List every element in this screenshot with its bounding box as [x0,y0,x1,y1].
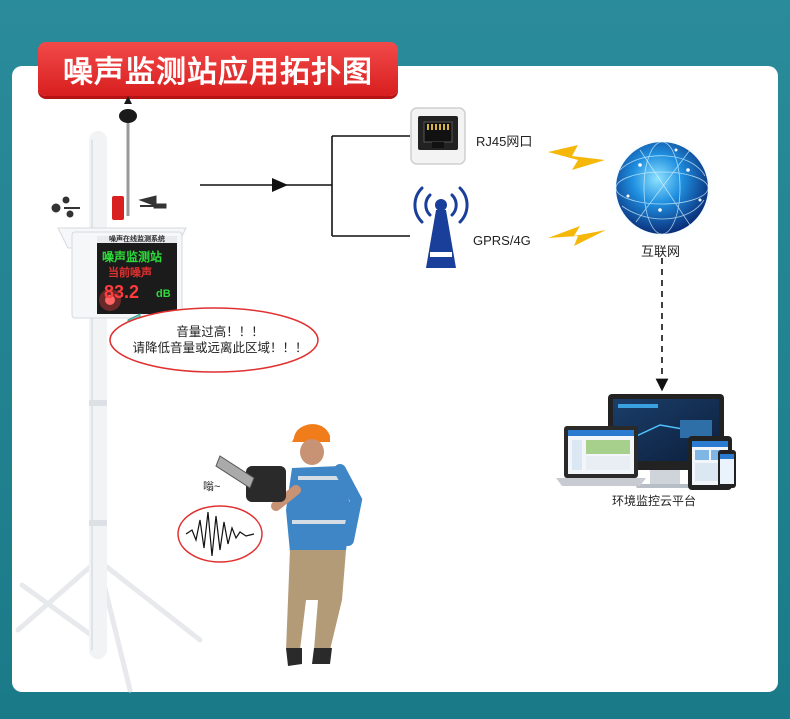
rj45-label: RJ45网口 [476,134,533,149]
construction-worker [215,424,363,666]
warning-line-2: 请降低音量或远离此区域！！！ [132,341,308,355]
station-display-subtitle: 当前噪声 [108,267,152,279]
noise-reading: 83.2 [104,282,140,302]
platform-label: 环境监控云平台 [612,494,697,508]
station-header: 噪声在线监测系统 [109,236,165,243]
station-display-title: 噪声监测站 [102,250,163,264]
internet-label: 互联网 [641,244,681,259]
warning-message: 音量过高！！！ 请降低音量或远离此区域！！！ [120,324,320,356]
pole-bands [89,400,107,526]
monitoring-station-pole [15,131,203,693]
gprs-label: GPRS/4G [473,233,531,248]
devices-icon [556,394,736,490]
lightning-icon [548,145,605,170]
warning-line-1: 音量过高！！！ [176,325,264,339]
wind-sensor-icon [51,195,167,218]
lightning-icon [548,226,606,246]
noise-unit: dB [156,288,171,300]
sound-wave-icon [177,505,263,563]
page-title: 噪声监测站应用拓扑图 [38,42,398,96]
ethernet-port-icon [410,107,466,165]
sound-label: 嗡~ [203,481,221,493]
station-housing [57,227,187,335]
connection-lines [200,135,669,392]
noise-sensor-icon [112,96,137,220]
cell-tower-icon [413,186,469,268]
arrow-right-icon [272,178,288,192]
warning-bubble [109,307,319,373]
globe-icon [606,132,718,244]
